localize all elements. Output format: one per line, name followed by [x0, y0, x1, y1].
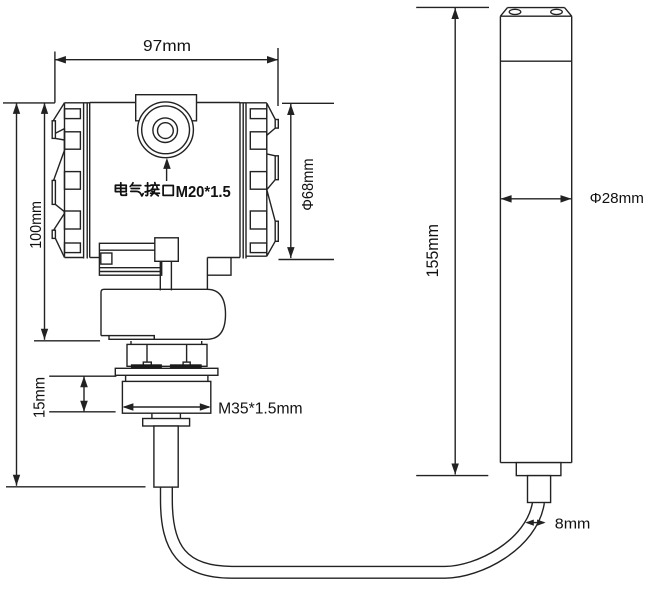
svg-text:15mm: 15mm: [32, 377, 49, 418]
svg-text:155mm: 155mm: [424, 224, 442, 277]
svg-text:Φ28mm: Φ28mm: [590, 190, 644, 207]
svg-text:8mm: 8mm: [555, 515, 591, 532]
svg-text:M20*1.5: M20*1.5: [176, 184, 232, 201]
svg-text:100mm: 100mm: [28, 201, 45, 249]
svg-text:97mm: 97mm: [143, 38, 191, 55]
svg-text:M35*1.5mm: M35*1.5mm: [218, 400, 303, 417]
svg-text:Φ68mm: Φ68mm: [300, 158, 317, 210]
